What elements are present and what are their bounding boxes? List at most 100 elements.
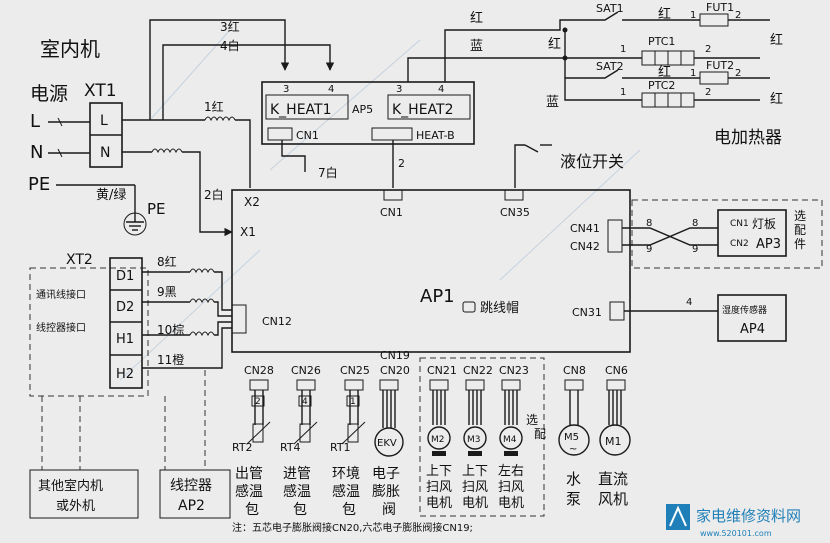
ap3-cn1: CN1 — [730, 219, 749, 229]
ground-icon — [123, 212, 147, 236]
xt2-terminal-block — [109, 257, 143, 389]
logo-text: 家电维修资料网 — [696, 507, 801, 525]
wired-controller-box — [159, 469, 231, 519]
pe-ground-label: PE — [147, 200, 166, 218]
humidity-sensor-label: 湿度传感器 — [722, 304, 767, 316]
pin2-cn28: 2 — [255, 397, 261, 407]
l-label: L — [30, 111, 40, 132]
ekv-valve-icon — [374, 427, 404, 457]
wire-7white: 7白 — [318, 165, 338, 180]
m4-label: M4 — [503, 435, 517, 445]
m3-motor-icon — [463, 426, 487, 450]
yellow-green-label: 黄/绿 — [96, 188, 126, 203]
pin1-cn25: 1 — [350, 397, 356, 407]
d1-label: D1 — [116, 269, 134, 284]
wire-9black: 9黑 — [157, 285, 177, 299]
cn12-connector — [231, 304, 247, 334]
wire-2white: 2白 — [204, 187, 224, 202]
ap1-label: AP1 — [420, 286, 455, 307]
red-r4-end: 红 — [770, 91, 783, 107]
cn20-label: CN20 — [380, 364, 410, 377]
pin2-r2: 2 — [705, 44, 711, 55]
x2-label: X2 — [244, 195, 260, 209]
swing-ud2-label: 上下扫风电机 — [462, 464, 488, 511]
ap5-cn1-label: CN1 — [296, 129, 319, 142]
pump-label: 水泵 — [566, 470, 581, 508]
m2-motor-icon — [427, 426, 451, 450]
red-mid: 红 — [548, 36, 561, 52]
rt2-label: RT2 — [232, 441, 253, 454]
pin2-r3: 2 — [735, 68, 741, 79]
blue-bottom: 蓝 — [546, 95, 559, 110]
cn1-connector — [383, 189, 403, 201]
pin3-b: 3 — [396, 84, 402, 95]
pin8-a: 8 — [646, 218, 652, 229]
k-heat1-label: K_HEAT1 — [270, 102, 332, 118]
d2-label: D2 — [116, 300, 134, 315]
eev-label: 电子膨胀阀 — [372, 466, 400, 518]
cn41-label: CN41 — [570, 222, 600, 235]
x1-label: X1 — [240, 225, 256, 239]
ferrite-coil — [189, 268, 215, 274]
captions: 出管感温包 进管感温包 环境感温包 电子膨胀阀 上下扫风电机 上下扫风电机 左右… — [235, 464, 628, 518]
m2-label: M2 — [431, 435, 445, 445]
ambient-temp-label: 环境感温包 — [332, 466, 360, 518]
wired-ctrl-label: 线控器 — [170, 478, 212, 494]
power-label: 电源 — [30, 83, 68, 105]
m5-pump-icon — [558, 424, 590, 456]
red-top: 红 — [470, 10, 483, 26]
red-r1: 红 — [658, 6, 671, 22]
ap3-label: AP3 — [756, 237, 781, 252]
pin3-a: 3 — [283, 84, 289, 95]
wire-4white: 4白 — [220, 38, 240, 53]
xt2-label: XT2 — [66, 252, 93, 268]
cn8-label: CN8 — [563, 364, 586, 377]
ekv-label: EKV — [377, 438, 397, 449]
thermistor-icon — [347, 423, 359, 443]
cn23-label: CN23 — [499, 364, 529, 377]
ap2-label: AP2 — [178, 498, 205, 514]
ap5-board — [261, 81, 475, 145]
fut2-label: FUT2 — [706, 59, 734, 72]
ap5-label: AP5 — [352, 103, 373, 116]
cn19-label: CN19 — [380, 349, 410, 362]
pin2-r4: 2 — [705, 87, 711, 98]
wire-8red: 8红 — [157, 254, 177, 269]
swing-lr-label: 左右扫风电机 — [498, 464, 524, 511]
red-r1-end: 红 — [770, 32, 783, 48]
cn26-label: CN26 — [291, 364, 321, 377]
lamp-board-label: 灯板 — [752, 217, 776, 231]
other-units-label: 其他室内机或外机 — [38, 478, 103, 514]
xt1-l: L — [100, 113, 108, 129]
ferrite-coil — [151, 148, 183, 154]
ap3-cn2: CN2 — [730, 239, 749, 249]
comm-port-label: 通讯线接口 — [36, 288, 86, 301]
cn6-label: CN6 — [605, 364, 628, 377]
electric-heater-title: 电加热器 — [714, 128, 782, 148]
k-heat1-relay — [265, 94, 349, 120]
ferrite-coil — [204, 116, 236, 122]
fut1-label: FUT1 — [706, 1, 734, 14]
pin4-b: 4 — [438, 84, 444, 95]
cn31-label: CN31 — [572, 306, 602, 319]
sat2-label: SAT2 — [596, 60, 624, 73]
wire-11orange: 11橙 — [157, 352, 184, 367]
inlet-temp-label: 进管感温包 — [283, 466, 311, 518]
cn28-label: CN28 — [244, 364, 274, 377]
cn12-label: CN12 — [262, 315, 292, 328]
pin4-a: 4 — [328, 84, 334, 95]
k-heat2-relay — [387, 94, 471, 120]
rt4-label: RT4 — [280, 441, 301, 454]
xt1-n: N — [100, 145, 110, 161]
thermistor-icon — [252, 423, 264, 443]
m1-label: M1 — [605, 435, 622, 448]
pin2-r1: 2 — [735, 10, 741, 21]
k-heat2-label: K_HEAT2 — [392, 102, 454, 118]
sat1-label: SAT1 — [596, 2, 624, 15]
pin1-r3: 1 — [690, 68, 696, 79]
heat-b-label: HEAT-B — [416, 129, 455, 142]
pin8-b: 8 — [692, 218, 698, 229]
cn35-label: CN35 — [500, 206, 530, 219]
dc-fan-label: 直流风机 — [598, 470, 628, 508]
